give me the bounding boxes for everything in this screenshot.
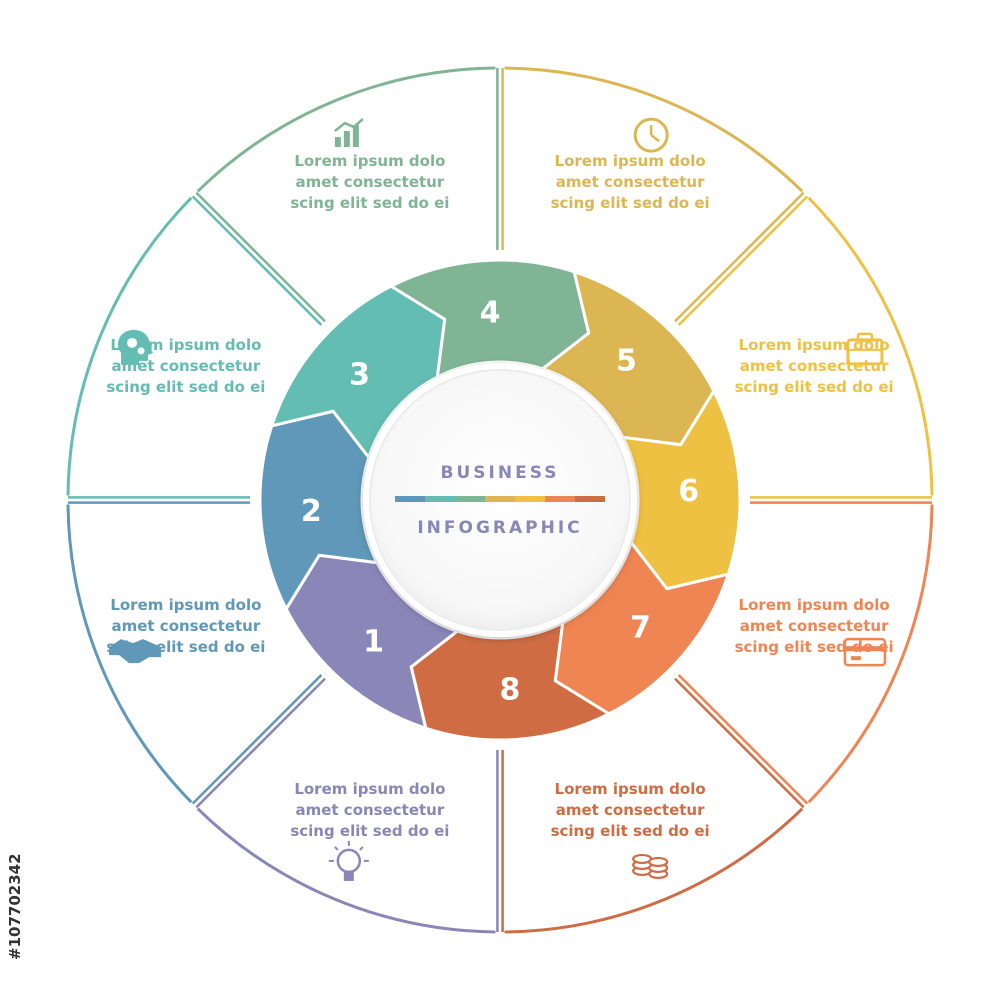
segment-number-1: 1 xyxy=(363,624,384,659)
divider-line xyxy=(191,674,323,805)
outer-arc xyxy=(504,66,804,193)
divider-line xyxy=(191,195,323,326)
briefcase-icon xyxy=(846,332,884,366)
segment-icons xyxy=(109,117,887,881)
center-title-infographic: INFOGRAPHIC xyxy=(417,518,582,538)
credit-card-icon xyxy=(843,637,887,667)
outer-arc xyxy=(504,807,804,934)
outer-arc xyxy=(807,196,934,496)
divider-line xyxy=(195,677,326,809)
bar-chart-icon xyxy=(334,118,364,148)
center-color-bar xyxy=(395,496,605,502)
outer-arc xyxy=(196,66,496,193)
outer-arc xyxy=(807,504,934,804)
segment-number-7: 7 xyxy=(630,610,651,645)
coins-icon xyxy=(632,853,669,880)
segment-number-3: 3 xyxy=(349,358,370,393)
segment-dividers xyxy=(68,68,932,932)
lightbulb-icon xyxy=(328,840,369,881)
head-gears-icon xyxy=(117,329,154,365)
center-disc: BUSINESS INFOGRAPHIC xyxy=(363,363,637,637)
inner-ring: 1 2 3 4 5 6 7 8 xyxy=(258,258,742,742)
outer-arc xyxy=(196,807,496,934)
segment-number-6: 6 xyxy=(678,474,699,509)
stock-id: #107702342 xyxy=(6,853,24,960)
segment-number-4: 4 xyxy=(480,295,501,330)
divider-line xyxy=(674,677,805,809)
center-title-business: BUSINESS xyxy=(441,463,560,483)
clock-icon xyxy=(633,117,669,153)
divider-line xyxy=(677,195,809,326)
outer-ring xyxy=(66,66,934,934)
divider-line xyxy=(674,191,805,323)
segment-number-5: 5 xyxy=(616,344,637,379)
segment-number-2: 2 xyxy=(301,494,322,529)
handshake-icon xyxy=(109,639,162,664)
ring-segment-8 xyxy=(409,621,611,742)
segment-number-8: 8 xyxy=(499,673,520,708)
divider-line xyxy=(195,191,326,323)
divider-line xyxy=(677,674,809,805)
outer-arc xyxy=(66,196,193,496)
outer-arc xyxy=(66,504,193,804)
